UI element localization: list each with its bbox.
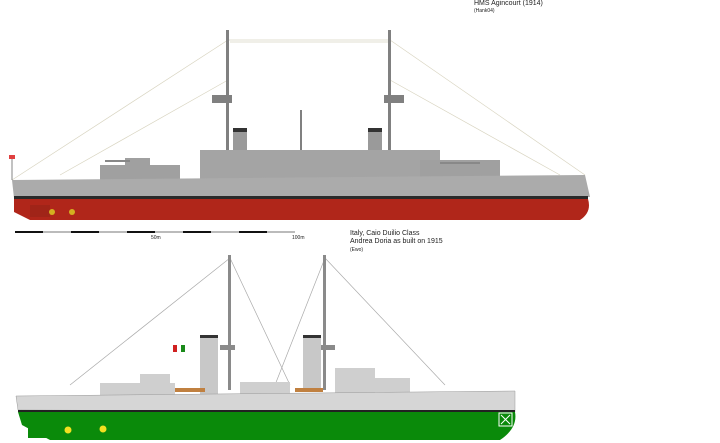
ship2-credit: (Ewo)	[350, 247, 364, 253]
scale-mid-label: 50m	[151, 235, 161, 241]
draft-mark	[498, 412, 513, 427]
rigging-lines	[11, 39, 586, 181]
ensign-flag	[9, 155, 15, 159]
superstructure	[200, 150, 440, 180]
scale-end-label: 100m	[292, 235, 305, 241]
masts	[212, 30, 404, 160]
upper-hull	[15, 390, 516, 413]
fore-turret	[100, 383, 175, 395]
rigging-lines	[69, 257, 446, 386]
andrea-doria-drawing	[15, 255, 516, 440]
midship-turret	[240, 382, 290, 394]
red-hull	[14, 199, 589, 220]
italian-flag-icon	[173, 345, 185, 352]
fore-turrets	[100, 165, 180, 181]
masts	[220, 255, 335, 390]
propellers	[49, 209, 75, 215]
boot-topping	[18, 410, 515, 412]
aft-turrets	[335, 368, 375, 394]
green-hull	[18, 412, 516, 440]
boot-topping	[14, 196, 588, 199]
propellers	[64, 425, 107, 434]
agincourt-drawing	[9, 30, 590, 220]
ship1-title: HMS Agincourt (1914)	[474, 0, 543, 7]
boat	[175, 388, 205, 392]
ship2-subtitle: Andrea Doria as built on 1915	[350, 238, 443, 245]
upper-hull	[12, 175, 590, 198]
ship1-credit: (Hank04)	[474, 8, 495, 14]
aft-turrets	[420, 160, 500, 180]
fore-funnel	[200, 335, 218, 395]
scale-bar	[15, 231, 295, 233]
ship2-title: Italy, Caio Duilio Class	[350, 230, 420, 237]
aft-funnel	[303, 335, 321, 390]
